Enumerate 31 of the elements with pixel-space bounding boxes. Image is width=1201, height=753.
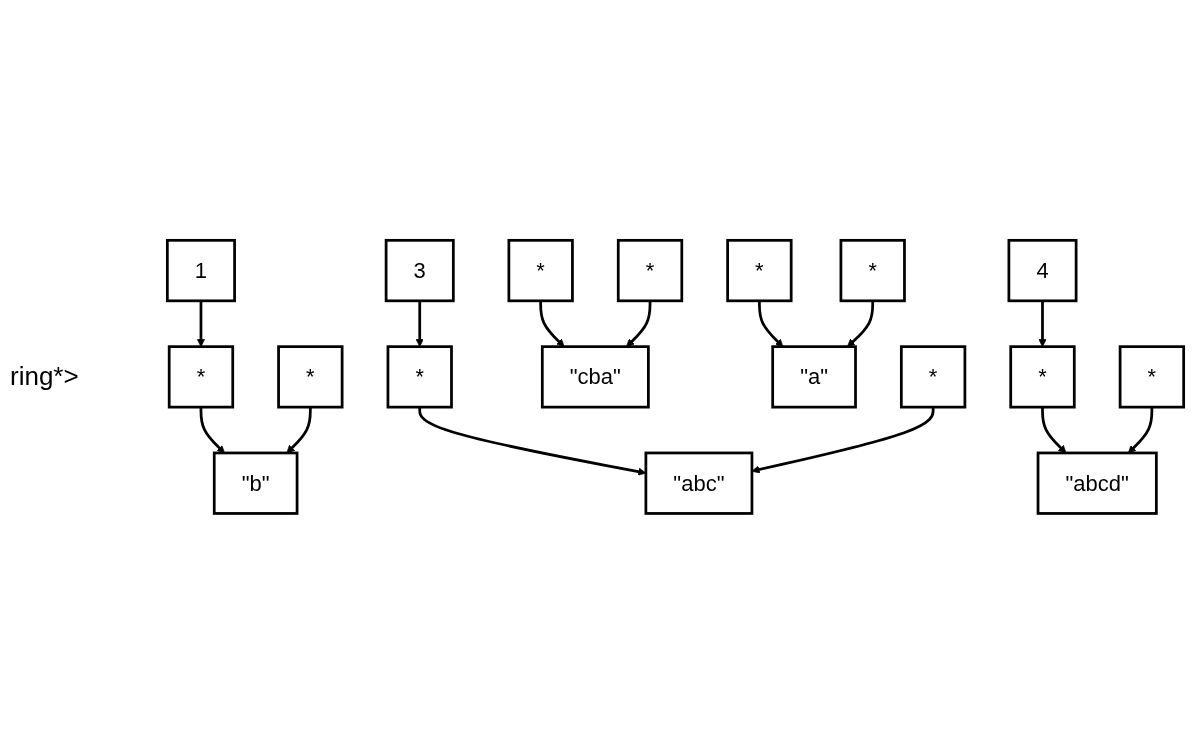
arrow [286,406,312,453]
arrow [415,300,424,347]
arrow [1041,406,1067,453]
arrow [1038,300,1047,347]
node-box: "abc" [644,451,754,515]
node-box: * [726,238,793,302]
arrow [751,406,935,474]
node-box: 3 [384,238,455,302]
node-box: "abcd" [1036,451,1158,515]
node-box: * [616,238,684,302]
arrow [199,406,225,453]
node-box: * [899,344,967,409]
node-box: * [277,344,344,409]
arrow [1127,406,1154,453]
arrow [196,300,205,347]
node-box: * [1009,344,1076,409]
type-label: ring*> [10,361,80,392]
node-box: * [386,344,453,409]
arrow [758,300,784,347]
node-box: * [167,344,235,409]
node-box: * [507,238,574,302]
arrow [539,300,565,347]
node-box: 4 [1007,238,1078,302]
arrow [847,300,875,347]
node-box: "a" [771,344,857,409]
node-box: "b" [212,451,299,515]
node-box: 1 [165,238,236,302]
node-box: * [839,238,906,302]
node-box: "cba" [540,344,650,409]
node-box: * [1118,344,1186,409]
arrow [626,300,652,347]
